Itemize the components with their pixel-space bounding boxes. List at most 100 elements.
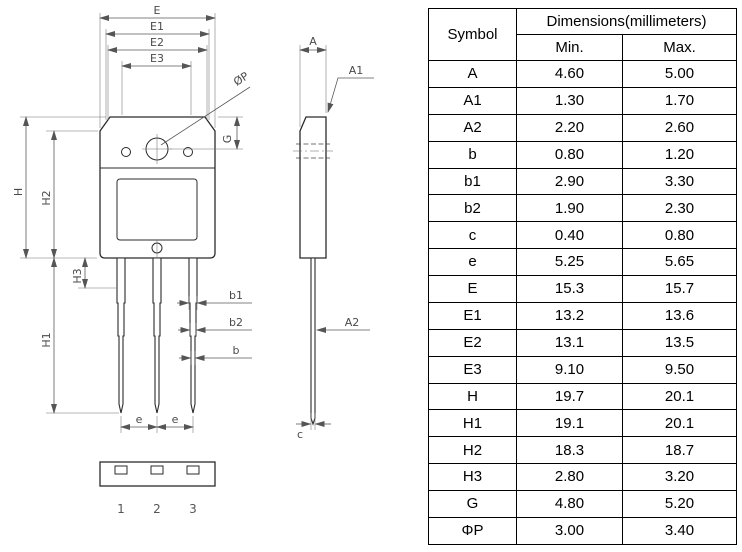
cell-symbol: E	[428, 275, 517, 303]
dim-G: G	[170, 116, 243, 150]
cell-min: 9.10	[516, 355, 623, 384]
cell-min: 5.25	[516, 248, 623, 276]
pin-2	[152, 257, 162, 414]
cell-max: 15.7	[622, 275, 737, 303]
cell-min: 2.90	[516, 167, 623, 196]
cell-symbol: H	[428, 382, 517, 411]
dim-label-E2: E2	[150, 36, 164, 49]
dim-E3: E3	[121, 52, 192, 115]
cell-symbol: E3	[428, 355, 517, 384]
front-view: E E1 E2 E3	[12, 4, 252, 516]
dim-A2: A2	[316, 316, 370, 333]
dim-E2: E2	[107, 36, 208, 120]
header-max: Max.	[622, 34, 737, 61]
package-body-outline	[99, 116, 216, 259]
cell-max: 20.1	[622, 382, 737, 411]
cell-symbol: b1	[428, 167, 517, 196]
cell-symbol: c	[428, 221, 517, 250]
cell-symbol: A1	[428, 86, 517, 115]
cell-symbol: A2	[428, 113, 517, 142]
dim-label-A1: A1	[349, 64, 364, 77]
dim-label-H: H	[12, 188, 25, 196]
cell-max: 3.40	[622, 516, 737, 546]
dim-label-E: E	[154, 4, 161, 17]
pin-number-2: 2	[153, 502, 161, 516]
header-symbol: Symbol	[428, 8, 517, 61]
cell-max: 1.70	[622, 86, 737, 115]
dim-label-A: A	[309, 35, 317, 48]
cell-symbol: b2	[428, 194, 517, 223]
side-view: A A1 A2 c	[293, 35, 374, 441]
cell-max: 13.5	[622, 328, 737, 357]
dimensions-table: Symbol Dimensions(millimeters) Min. Max.…	[428, 8, 737, 546]
cell-symbol: b	[428, 140, 517, 169]
cell-min: 19.1	[516, 409, 623, 438]
cell-max: 5.65	[622, 248, 737, 276]
cell-max: 1.20	[622, 140, 737, 169]
cell-symbol: E2	[428, 328, 517, 357]
dim-label-e-left: e	[136, 413, 143, 426]
dim-label-H3: H3	[71, 268, 84, 283]
cell-max: 0.80	[622, 221, 737, 250]
cell-max: 3.30	[622, 167, 737, 196]
cell-min: 1.30	[516, 86, 623, 115]
dim-label-e-right: e	[172, 413, 179, 426]
cell-min: 1.90	[516, 194, 623, 223]
cell-min: 18.3	[516, 436, 623, 465]
cell-symbol: G	[428, 490, 517, 518]
pin-1	[116, 257, 126, 414]
dim-A1: A1	[327, 64, 374, 113]
cell-max: 9.50	[622, 355, 737, 384]
bottom-pad-2	[150, 465, 164, 475]
dim-label-E3: E3	[150, 52, 164, 65]
dim-H2: H2	[40, 130, 98, 259]
cell-symbol: ΦP	[428, 516, 517, 546]
cell-max: 5.20	[622, 490, 737, 518]
cell-max: 3.20	[622, 463, 737, 491]
cell-min: 19.7	[516, 382, 623, 411]
cell-min: 2.80	[516, 463, 623, 491]
dim-label-A2: A2	[345, 316, 360, 329]
header-min: Min.	[516, 34, 623, 61]
dim-b: b	[179, 344, 252, 365]
dim-label-H2: H2	[40, 190, 53, 205]
cell-symbol: H2	[428, 436, 517, 465]
cell-min: 2.20	[516, 113, 623, 142]
cell-min: 4.60	[516, 60, 623, 88]
cell-max: 2.60	[622, 113, 737, 142]
cell-max: 13.6	[622, 301, 737, 330]
dim-label-c: c	[297, 428, 303, 441]
dim-H1: H1	[40, 257, 119, 414]
pin-number-1: 1	[117, 502, 125, 516]
cell-min: 4.80	[516, 490, 623, 518]
pin-number-3: 3	[189, 502, 197, 516]
cell-symbol: E1	[428, 301, 517, 330]
dim-E: E	[99, 4, 216, 128]
cell-min: 15.3	[516, 275, 623, 303]
dim-b1: b1	[177, 289, 252, 310]
cell-max: 20.1	[622, 409, 737, 438]
dim-label-b2: b2	[229, 316, 243, 329]
dim-label-H1: H1	[40, 332, 53, 347]
cell-min: 13.1	[516, 328, 623, 357]
dim-A: A	[299, 35, 327, 127]
dim-b2: b2	[178, 316, 252, 337]
cell-max: 2.30	[622, 194, 737, 223]
dim-label-G: G	[221, 135, 234, 144]
